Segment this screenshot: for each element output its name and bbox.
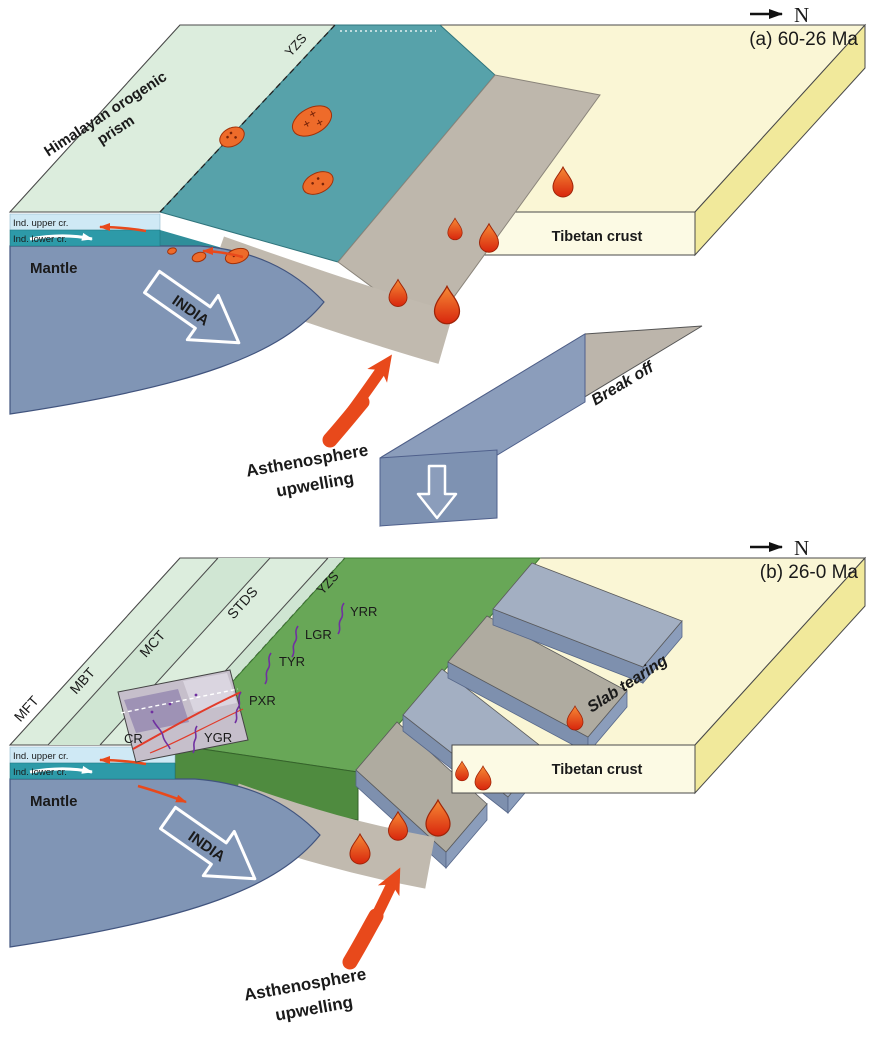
mantle-label-b: Mantle bbox=[30, 793, 78, 810]
finger-top bbox=[492, 562, 683, 668]
ygr-label: YGR bbox=[204, 730, 232, 745]
yzs-dashed-line bbox=[159, 24, 336, 213]
rift-trace-lgr bbox=[291, 625, 299, 658]
tyr-label: TYR bbox=[279, 654, 305, 669]
north-label: N bbox=[794, 3, 809, 27]
prism-strip-shade bbox=[48, 558, 270, 745]
mbt-fault-line bbox=[47, 557, 219, 746]
mantle-label-a: Mantle bbox=[30, 260, 78, 277]
tibetan-crust-label-b: Tibetan crust bbox=[552, 762, 643, 778]
tibetan-crust-label-a: Tibetan crust bbox=[552, 229, 643, 245]
tibetan-crust-front-face bbox=[451, 744, 696, 794]
rift-trace-yrr bbox=[337, 602, 345, 635]
inset-map-terrane bbox=[124, 689, 189, 733]
counterflow-orange-arrow bbox=[99, 756, 147, 766]
underthrust-white-arrow bbox=[29, 232, 93, 241]
inset-map-suture-dashed bbox=[120, 688, 239, 714]
inset-map-terrane bbox=[183, 673, 237, 712]
north-label: N bbox=[794, 536, 809, 560]
inset-map-marker bbox=[194, 693, 198, 697]
inset-map bbox=[117, 669, 249, 763]
rift-trace-ygr bbox=[192, 725, 198, 754]
lgr-label: LGR bbox=[305, 627, 332, 642]
counterflow-orange-arrow bbox=[202, 247, 244, 259]
pluton bbox=[302, 171, 334, 195]
pluton bbox=[219, 126, 245, 148]
upper-crust-label-a: Ind. upper cr. bbox=[13, 218, 68, 229]
pluton bbox=[167, 247, 177, 255]
counterflow-orange-arrow bbox=[137, 784, 187, 804]
lower-crust-label-a: Ind. lower cr. bbox=[13, 234, 67, 245]
asthenosphere-arrow bbox=[325, 354, 392, 444]
panel-b-title: (b) 26-0 Ma bbox=[760, 562, 859, 583]
slab-finger bbox=[492, 562, 683, 685]
inset-map-marker bbox=[150, 710, 154, 714]
asthenosphere-arrow bbox=[345, 867, 401, 966]
sinking-down-arrow bbox=[416, 464, 458, 520]
pluton bbox=[291, 105, 333, 137]
panel-a-title: (a) 60-26 Ma bbox=[749, 29, 858, 50]
finger-top bbox=[447, 615, 628, 738]
lower-crust-label-b: Ind. lower cr. bbox=[13, 767, 67, 778]
inset-map-fault-red bbox=[132, 691, 242, 750]
mantle-face bbox=[9, 245, 325, 415]
rift-trace-cr bbox=[152, 719, 171, 750]
counterflow-orange-arrow bbox=[99, 223, 147, 233]
rift-trace-pxr bbox=[234, 691, 242, 724]
rift-trace-tyr bbox=[264, 652, 272, 685]
finger-top bbox=[355, 721, 488, 853]
break-off-block bbox=[379, 325, 703, 527]
cr-label: CR bbox=[124, 731, 143, 746]
inset-map-fault-red bbox=[149, 708, 244, 754]
upper-crust-label-b: Ind. upper cr. bbox=[13, 751, 68, 762]
panel-b: INDIA N (b) 26-0 Ma MFT MBT bbox=[8, 536, 867, 1025]
yrr-label: YRR bbox=[350, 604, 377, 619]
panel-a: INDIA N (a) 60-26 Ma Himalayan orogenic … bbox=[8, 3, 867, 527]
mantle-face bbox=[9, 778, 321, 948]
underthrust-white-arrow bbox=[29, 765, 93, 774]
inset-map-marker bbox=[168, 702, 172, 706]
pxr-label: PXR bbox=[249, 693, 276, 708]
